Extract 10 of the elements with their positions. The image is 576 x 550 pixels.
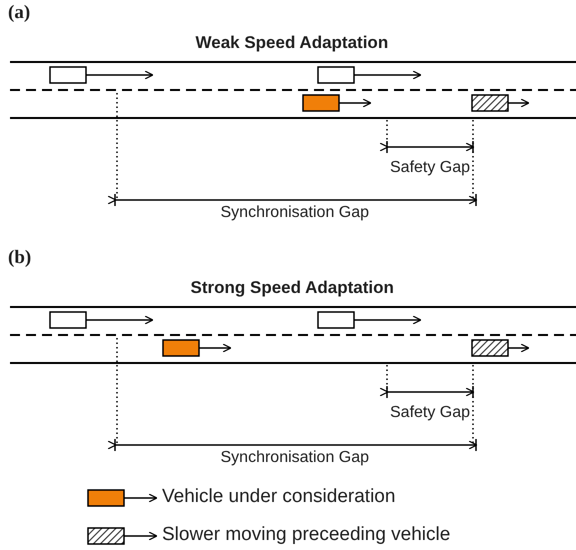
dimension-label: Synchronisation Gap [220,449,370,467]
dimension-label: Safety Gap [390,159,470,177]
legend-label: Slower moving preceeding vehicle [162,526,450,544]
dimension-label: Safety Gap [390,404,470,422]
legend-label: Vehicle under consideration [162,488,396,506]
panel-title: Weak Speed Adaptation [196,34,388,52]
panel-title: Strong Speed Adaptation [190,279,394,297]
panel-letter: (a) [8,4,30,22]
dimension-label: Synchronisation Gap [220,204,370,222]
panel-letter: (b) [8,249,32,267]
